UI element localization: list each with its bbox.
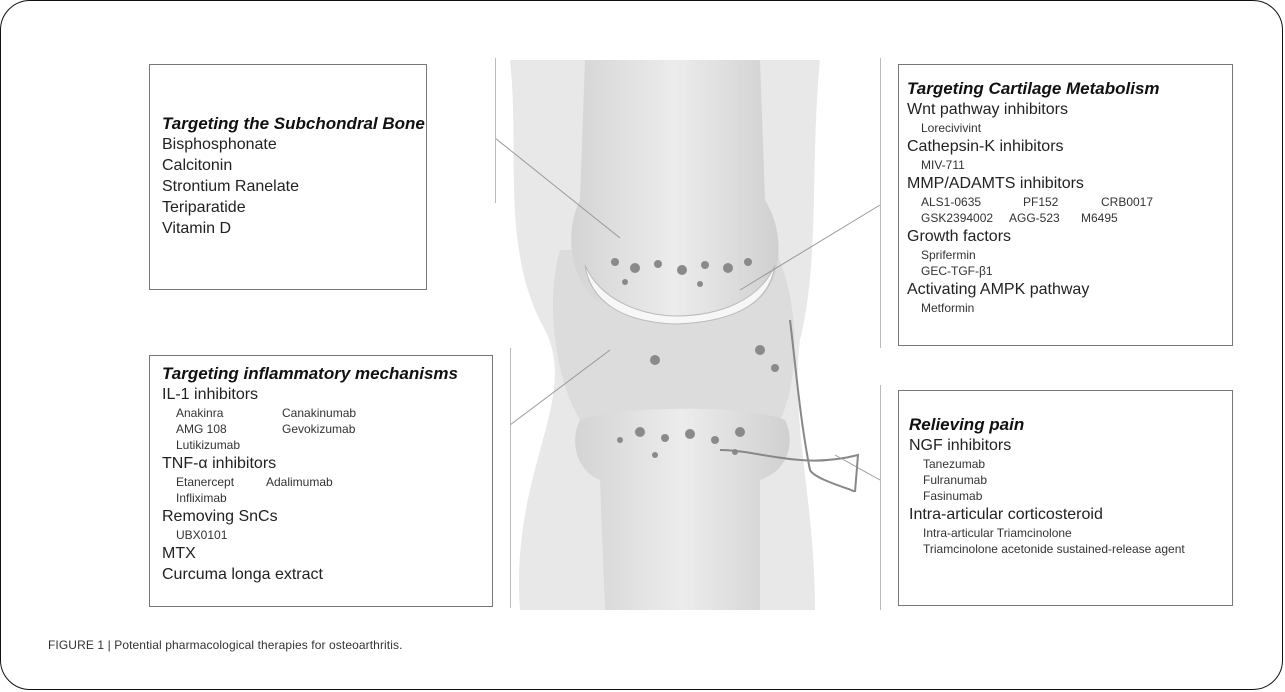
subchondral-item: Teriparatide bbox=[162, 197, 426, 218]
drug-label: AGG-523 bbox=[1009, 210, 1081, 226]
cartilage-title: Targeting Cartilage Metabolism bbox=[907, 78, 1232, 99]
wnt-heading: Wnt pathway inhibitors bbox=[907, 99, 1232, 120]
cortico-heading: Intra-articular corticosteroid bbox=[909, 504, 1232, 525]
il1-heading: IL-1 inhibitors bbox=[162, 384, 492, 405]
drug-label: Infliximab bbox=[162, 490, 492, 506]
drug-label: Tanezumab bbox=[909, 456, 1232, 472]
drug-label: Metformin bbox=[907, 300, 1232, 316]
subchondral-item: Calcitonin bbox=[162, 155, 426, 176]
figure-caption: FIGURE 1 | Potential pharmacological the… bbox=[48, 638, 403, 652]
drug-label: Lorecivivint bbox=[907, 120, 1232, 136]
drug-label: ALS1-0635 bbox=[921, 194, 1023, 210]
ngf-heading: NGF inhibitors bbox=[909, 435, 1232, 456]
drug-label: UBX0101 bbox=[162, 527, 492, 543]
drug-label: Gevokizumab bbox=[282, 421, 355, 437]
subchondral-title: Targeting the Subchondral Bone bbox=[162, 113, 426, 134]
drug-label: Intra-articular Triamcinolone bbox=[909, 525, 1232, 541]
curcuma-item: Curcuma longa extract bbox=[162, 564, 492, 585]
drug-label: Fulranumab bbox=[909, 472, 1232, 488]
inflammatory-mechanisms-box: Targeting inflammatory mechanisms IL-1 i… bbox=[149, 355, 493, 607]
drug-label: Lutikizumab bbox=[162, 437, 492, 453]
tibia bbox=[575, 409, 790, 610]
drug-label: Anakinra bbox=[176, 405, 282, 421]
drug-label: Triamcinolone acetonide sustained-releas… bbox=[909, 541, 1232, 557]
femur bbox=[571, 60, 778, 316]
divider-left-top bbox=[495, 58, 496, 203]
cathepsin-heading: Cathepsin-K inhibitors bbox=[907, 136, 1232, 157]
inflammatory-title: Targeting inflammatory mechanisms bbox=[162, 363, 492, 384]
relieving-pain-box: Relieving pain NGF inhibitors Tanezumab … bbox=[898, 390, 1233, 606]
subchondral-item: Vitamin D bbox=[162, 218, 426, 239]
drug-label: M6495 bbox=[1081, 210, 1118, 226]
subchondral-bone-box: Targeting the Subchondral Bone Bisphosph… bbox=[149, 64, 427, 290]
drug-label: Sprifermin bbox=[907, 247, 1232, 263]
mtx-item: MTX bbox=[162, 543, 492, 564]
drug-label: Adalimumab bbox=[266, 474, 333, 490]
drug-label: CRB0017 bbox=[1101, 194, 1153, 210]
mmp-heading: MMP/ADAMTS inhibitors bbox=[907, 173, 1232, 194]
drug-label: GSK2394002 bbox=[921, 210, 1009, 226]
drug-label: AMG 108 bbox=[176, 421, 282, 437]
subchondral-item: Bisphosphonate bbox=[162, 134, 426, 155]
pain-title: Relieving pain bbox=[909, 414, 1232, 435]
drug-label: Canakinumab bbox=[282, 405, 356, 421]
cartilage-metabolism-box: Targeting Cartilage Metabolism Wnt pathw… bbox=[898, 64, 1233, 346]
divider-right-bottom bbox=[880, 385, 881, 610]
drug-label: GEC-TGF-β1 bbox=[907, 263, 1232, 279]
drug-label: Fasinumab bbox=[909, 488, 1232, 504]
divider-right-top bbox=[880, 58, 881, 348]
drug-label: Etanercept bbox=[176, 474, 266, 490]
subchondral-item: Strontium Ranelate bbox=[162, 176, 426, 197]
tnf-heading: TNF-α inhibitors bbox=[162, 453, 492, 474]
drug-label: MIV-711 bbox=[907, 157, 1232, 173]
sncs-heading: Removing SnCs bbox=[162, 506, 492, 527]
growth-heading: Growth factors bbox=[907, 226, 1232, 247]
drug-label: PF152 bbox=[1023, 194, 1101, 210]
ampk-heading: Activating AMPK pathway bbox=[907, 279, 1232, 300]
divider-left-bottom bbox=[510, 348, 511, 608]
